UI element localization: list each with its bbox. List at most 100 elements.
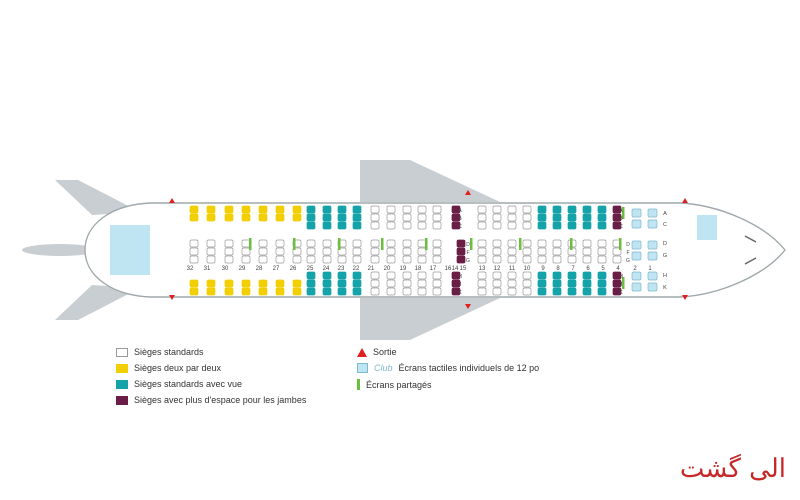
view-seat (537, 287, 547, 296)
standard-seat (477, 271, 487, 280)
legroom-seat (612, 279, 622, 288)
exit-marker (682, 198, 688, 203)
standard-seat (241, 247, 251, 256)
legend-exit: Sortie (357, 347, 397, 357)
view-seat (582, 213, 592, 222)
view-seat (337, 287, 347, 296)
club-seat (647, 240, 658, 250)
row-label: 1 (648, 266, 652, 272)
pair-seat (189, 213, 199, 222)
pair-seat (224, 205, 234, 214)
standard-seat (370, 255, 380, 264)
standard-seat (522, 213, 532, 222)
row-label: H (619, 274, 623, 280)
view-seat (567, 279, 577, 288)
pair-seat (275, 205, 285, 214)
legend-pair: Sièges deux par deux (116, 363, 221, 373)
view-seat (582, 287, 592, 296)
view-seat (552, 271, 562, 280)
standard-seat (492, 255, 502, 264)
standard-seat (477, 205, 487, 214)
pair-seat (241, 213, 251, 222)
row-label: 11 (509, 266, 516, 272)
row-label: B (458, 216, 462, 222)
row-label: K (619, 290, 623, 296)
view-seat (582, 279, 592, 288)
pair-seat (189, 287, 199, 296)
row-label: 9 (541, 266, 545, 272)
pair-seat (258, 205, 268, 214)
standard-seat (432, 271, 442, 280)
legroom-seat (456, 239, 466, 248)
shared-screen (425, 238, 428, 250)
club-seat (631, 240, 642, 250)
row-label: 30 (222, 266, 229, 272)
pair-seat-icon (116, 363, 128, 373)
standard-seat (402, 287, 412, 296)
standard-seat (537, 247, 547, 256)
standard-seat (402, 271, 412, 280)
standard-seat (322, 247, 332, 256)
upper-wing (360, 160, 500, 202)
view-seat (597, 221, 607, 230)
standard-seat (224, 239, 234, 248)
view-seat (306, 213, 316, 222)
standard-seat (370, 221, 380, 230)
row-label: 18 (415, 266, 422, 272)
standard-seat (432, 239, 442, 248)
standard-seat (552, 239, 562, 248)
view-seat (322, 271, 332, 280)
view-seat (567, 221, 577, 230)
row-label: G (663, 253, 667, 259)
lower-stabilizer (55, 285, 140, 320)
legend-standard: Sièges standards (116, 347, 204, 357)
shared-screen (381, 238, 384, 250)
shared-screen (622, 277, 625, 289)
standard-seat (432, 221, 442, 230)
view-seat (352, 279, 362, 288)
row-label: G (626, 258, 630, 264)
view-seat-icon (116, 379, 128, 389)
row-label: D (466, 242, 470, 248)
view-seat (322, 221, 332, 230)
pair-seat (292, 205, 302, 214)
standard-seat (537, 239, 547, 248)
standard-seat (582, 247, 592, 256)
shared-screen (338, 238, 341, 250)
club-seat (647, 251, 658, 261)
exit-marker (169, 295, 175, 300)
legend-shared-screen: Écrans partagés (357, 379, 432, 390)
standard-seat (507, 213, 517, 222)
standard-seat (370, 279, 380, 288)
standard-seat (597, 255, 607, 264)
standard-seat (275, 255, 285, 264)
row-label: A (619, 208, 623, 214)
standard-seat (370, 247, 380, 256)
view-seat (567, 205, 577, 214)
standard-seat (386, 255, 396, 264)
club-screen-icon (357, 363, 368, 373)
standard-seat (522, 287, 532, 296)
standard-seat (612, 255, 622, 264)
standard-seat (189, 239, 199, 248)
club-seat (647, 219, 658, 229)
view-seat (537, 213, 547, 222)
standard-seat (402, 255, 412, 264)
view-seat (552, 279, 562, 288)
standard-seat (522, 239, 532, 248)
standard-seat (432, 205, 442, 214)
pair-seat (206, 279, 216, 288)
standard-seat (507, 247, 517, 256)
standard-seat (522, 221, 532, 230)
row-label: H (458, 274, 462, 280)
standard-seat (386, 221, 396, 230)
cockpit-window (744, 235, 757, 243)
row-label: 20 (384, 266, 391, 272)
row-label: 28 (256, 266, 263, 272)
standard-seat (537, 255, 547, 264)
club-seat (647, 208, 658, 218)
row-label: 7 (571, 266, 575, 272)
standard-seat (552, 247, 562, 256)
pair-seat (206, 205, 216, 214)
standard-seat (258, 255, 268, 264)
